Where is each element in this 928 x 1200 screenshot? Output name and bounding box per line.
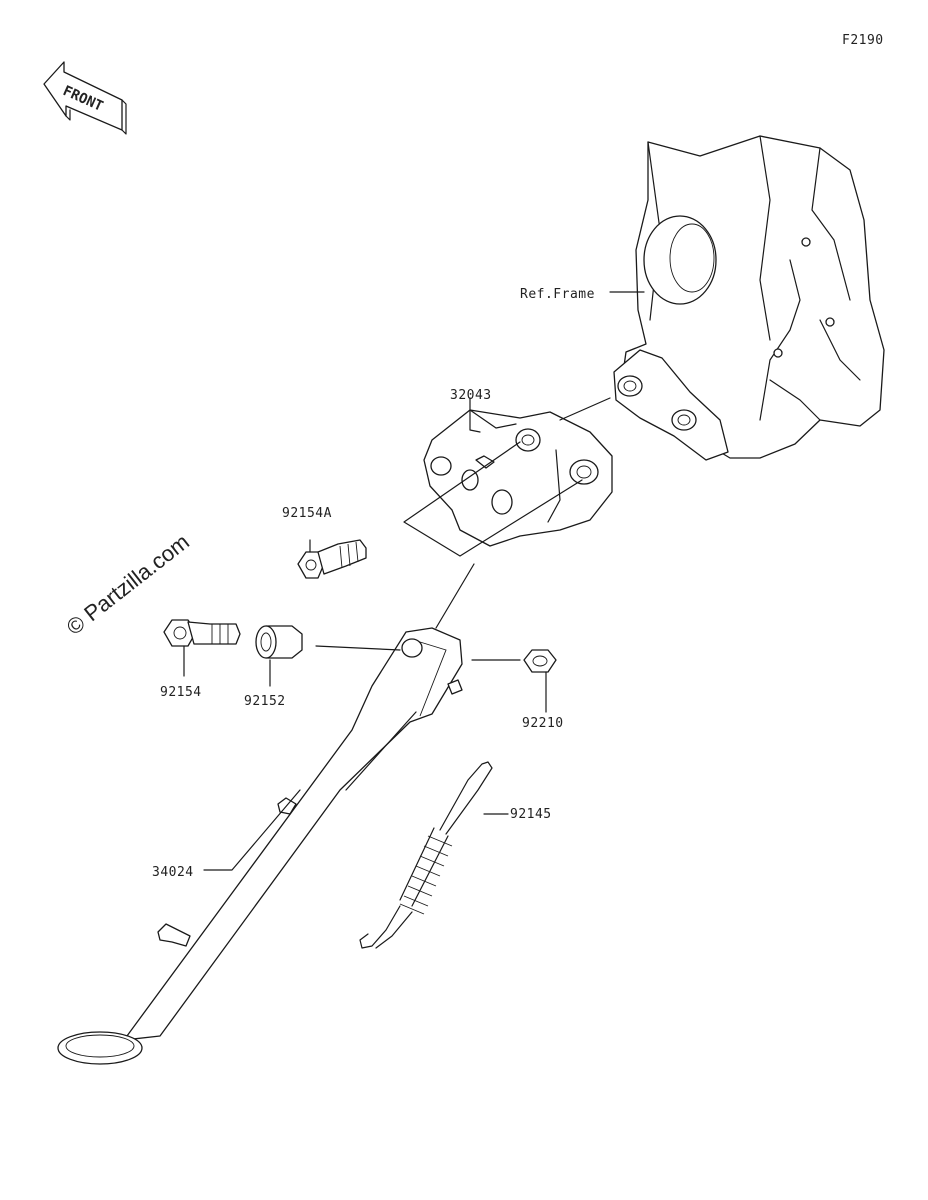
front-arrow-icon: FRONT xyxy=(43,61,127,135)
label-34024: 34024 xyxy=(152,865,194,880)
nut-92210 xyxy=(523,649,557,673)
label-92145: 92145 xyxy=(510,807,552,822)
bolt-92154 xyxy=(163,619,241,647)
label-92152: 92152 xyxy=(244,694,286,709)
label-ref-frame: Ref.Frame xyxy=(520,287,595,302)
side-stand-34024 xyxy=(57,627,463,1065)
leader-lines xyxy=(183,291,645,871)
bolt-92154a xyxy=(297,539,367,579)
ref-frame-drawing xyxy=(613,135,885,461)
label-92154a: 92154A xyxy=(282,506,332,521)
bracket-32043 xyxy=(423,409,613,547)
label-32043: 32043 xyxy=(450,388,492,403)
spring-92145 xyxy=(359,761,493,949)
diagram-code: F2190 xyxy=(842,33,884,48)
label-92154: 92154 xyxy=(160,685,202,700)
label-92210: 92210 xyxy=(522,716,564,731)
collar-92152 xyxy=(255,625,303,659)
